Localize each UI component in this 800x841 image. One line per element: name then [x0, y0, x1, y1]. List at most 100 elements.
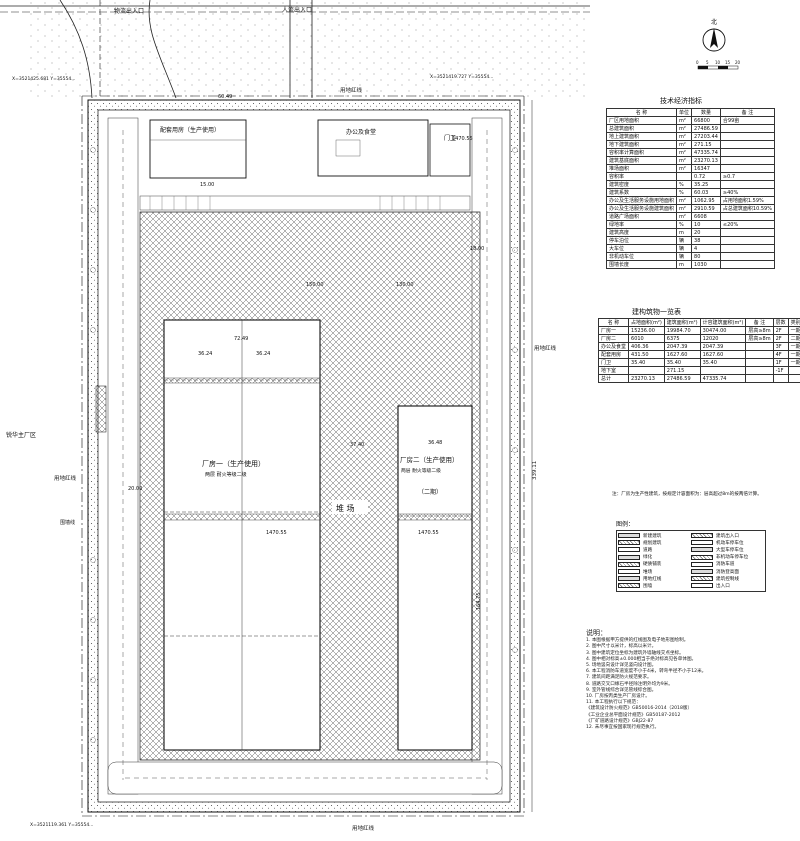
tech-table-cell: 35.25	[691, 180, 721, 189]
tech-table-cell	[719, 236, 775, 245]
building-table-title: 建构筑物一览表	[632, 308, 681, 316]
building-table-cell: 2047.39	[663, 342, 701, 351]
building-table-cell: 厂房二	[597, 334, 630, 343]
building-table-cell	[787, 366, 800, 375]
tech-table-cell	[719, 260, 775, 269]
tech-table-cell: m²	[676, 148, 693, 157]
tech-table-cell: 占用地面积1.59%	[719, 196, 775, 205]
note-line: 《厂矿道路设计规范》GBJ22-87	[586, 718, 654, 724]
building-table-cell: 3F	[772, 342, 789, 351]
office-building	[317, 119, 429, 177]
tech-table-cell	[719, 140, 775, 149]
dim-total-height: 339.11	[532, 461, 538, 480]
tech-table-cell	[719, 212, 775, 221]
building-table-header: 占地面积(m²)	[628, 318, 665, 327]
legend-item: 非机动车停车位	[691, 554, 764, 560]
legend-label: 消防车道	[716, 562, 735, 568]
building-table-cell	[745, 350, 774, 359]
tech-table-cell: 2910.59	[691, 204, 721, 213]
notes-title: 说明：	[586, 629, 607, 637]
notes: 说明： 1. 本图根据甲方提供的红线图及电子地形图绘制。2. 图中尺寸以米计，标…	[586, 629, 791, 731]
legend-item: 建筑控制线	[691, 576, 764, 582]
tech-table-cell: 容积率计算面积	[605, 148, 678, 157]
legend-swatch	[618, 554, 640, 560]
legend-label: 建筑出入口	[716, 533, 739, 539]
guard-room	[429, 123, 471, 177]
legend-label: 消防登高面	[716, 569, 739, 575]
red-line-south: 用地红线	[352, 824, 375, 832]
legend-label: 堆场	[643, 569, 653, 575]
legend-swatch	[691, 583, 713, 589]
tech-table-cell: 绿地率	[605, 220, 678, 229]
legend-label: 建筑控制线	[716, 576, 739, 582]
north-arrow-icon	[702, 28, 726, 52]
legend-item: 围墙	[618, 583, 691, 589]
ancillary-label: 配套用房（生产使用）	[160, 126, 220, 134]
building-table-cell: 一期	[787, 358, 800, 367]
tech-table-cell: 80	[691, 252, 721, 261]
tech-table-cell: 容积率	[605, 172, 678, 181]
tech-table-cell: m²	[676, 124, 693, 133]
tech-table-cell: 地下建筑面积	[605, 140, 678, 149]
tech-table-cell: m²	[676, 212, 693, 221]
tech-table-cell: m²	[676, 164, 693, 173]
building-table-cell: 15236.00	[628, 326, 665, 335]
tech-table-cell: ≥40%	[719, 188, 775, 197]
building-table-cell: 1F	[772, 358, 789, 367]
note-line: 7. 建筑间距满足防火规范要求。	[586, 675, 652, 681]
tech-table-cell	[719, 156, 775, 165]
tech-table-cell	[719, 148, 775, 157]
building-table-cell: 19984.70	[663, 326, 701, 335]
tech-table-header: 备 注	[719, 108, 775, 117]
coord-b: X=3521419.727 Y=35554...	[430, 74, 493, 80]
tech-table-header: 名 称	[605, 108, 678, 117]
building-table-cell: 1627.60	[663, 350, 701, 359]
building-table-cell: -1F	[772, 366, 789, 375]
tech-table-cell: 1030	[691, 260, 721, 269]
legend-swatch	[618, 583, 640, 589]
building-table-cell: 2F	[772, 334, 789, 343]
tech-table-cell: 辆	[676, 252, 693, 261]
tech-table-cell: 6608	[691, 212, 721, 221]
tech-table-cell	[719, 164, 775, 173]
building-table-cell: 6010	[628, 334, 665, 343]
note-line: 3. 图中建筑定位坐标为建筑外墙轴线交点坐标。	[586, 650, 684, 656]
tech-table-title: 技术经济指标	[660, 97, 702, 105]
note-line: 6. 本工程消防车道宽度不小于4米，转弯半径不小于12米。	[586, 669, 707, 675]
building-table-cell	[745, 358, 774, 367]
ancillary-building	[149, 119, 247, 179]
building-table-cell	[745, 342, 774, 351]
legend-row: 绿化非机动车停车位	[618, 554, 764, 561]
red-line-west: 用地红线	[54, 474, 77, 482]
factory-two	[397, 405, 473, 751]
building-table-header: 名 称	[597, 318, 630, 327]
building-table-cell: 4F	[772, 350, 789, 359]
building-table-cell: 一期	[787, 342, 800, 351]
tech-table-cell: ≥0.7	[719, 172, 775, 181]
legend-item: 新建建筑	[618, 533, 691, 539]
tech-table-cell	[719, 180, 775, 189]
dim-factory-two-length: 164.75	[476, 593, 482, 611]
legend-row: 用地红线建筑控制线	[618, 575, 764, 582]
tech-table-cell: 建筑密度	[605, 180, 678, 189]
building-table-cell: 层高≥8m	[745, 334, 774, 343]
legend-row: 硬质铺装消防车道	[618, 561, 764, 568]
tech-table-cell: 地上建筑面积	[605, 132, 678, 141]
factory-two-label: 厂房二（生产使用）	[400, 455, 459, 464]
tech-table-cell: 47335.74	[691, 148, 721, 157]
tech-table-cell: 辆	[676, 244, 693, 253]
legend-label: 道路	[643, 547, 653, 553]
legend-item: 出入口	[691, 583, 764, 589]
tech-table-cell: 占总建筑面积10.59%	[719, 204, 775, 213]
tech-table-cell: 道路广场面积	[605, 212, 678, 221]
building-table-cell: 431.50	[628, 350, 665, 359]
tech-table-cell: 停车泊位	[605, 236, 678, 245]
